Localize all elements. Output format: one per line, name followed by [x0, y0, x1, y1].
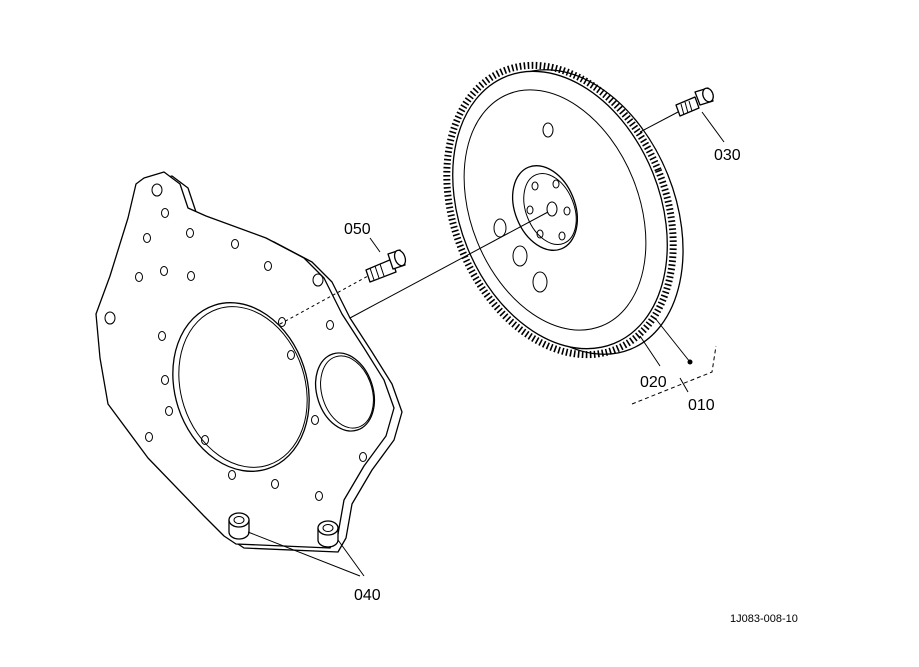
reference-code: 1J083-008-10 [730, 613, 798, 625]
leader-lines [247, 111, 725, 577]
label-050: 050 [344, 221, 371, 238]
label-020: 020 [640, 374, 667, 391]
label-040: 040 [354, 587, 381, 604]
label-010: 010 [688, 397, 715, 414]
label-030: 030 [714, 147, 741, 164]
dowel-pin-right [317, 520, 339, 548]
dowel-pin-left [228, 512, 250, 540]
bolt-030 [675, 87, 714, 117]
bolt-050 [365, 249, 407, 283]
flywheel [443, 61, 684, 359]
adapter-plate [95, 171, 403, 553]
